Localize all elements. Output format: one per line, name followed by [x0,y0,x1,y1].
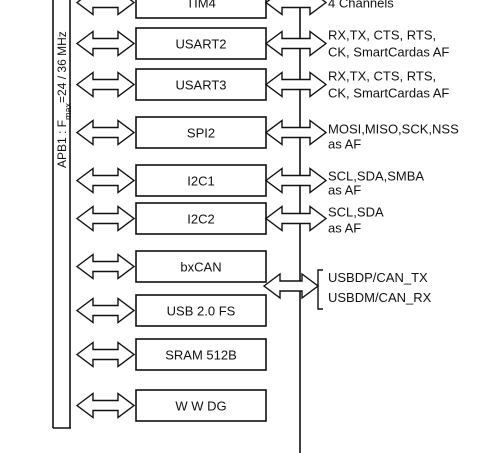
pin-arrow [264,167,328,194]
signal-label: 4 Channels [328,0,394,11]
peripheral-row-usart3: USART3 RX,TX, CTS, RTS, CK, SmartCardas AF [75,68,449,101]
pin-arrow [264,205,328,232]
peripheral-block [135,294,267,327]
peripheral-block [135,202,267,235]
shared-pins-group: USBDP/CAN_TX USBDM/CAN_RX [317,269,432,310]
bus-arrow [75,71,136,98]
peripheral-row-wwdg: W W DG [75,389,267,422]
pin-arrow [264,71,328,98]
shared-pins-bracket [317,269,323,310]
signal-label: as AF [328,221,361,236]
signal-label: SCL,SDA,SMBA [328,169,424,184]
signal-label: SCL,SDA [328,205,384,220]
peripheral-block [135,116,267,149]
peripheral-block [135,164,267,197]
peripheral-row-usart2: USART2 RX,TX, CTS, RTS, CK, SmartCardas AF [75,27,449,60]
peripheral-block-label: SPI2 [187,126,215,141]
peripheral-row-usb: USB 2.0 FS [75,294,267,327]
signal-label: MOSI,MISO,SCK,NSS [328,122,459,137]
pin-arrow [264,0,328,16]
bus-arrow [75,167,136,194]
shared-pin-arrow [262,272,320,300]
bus-arrow [75,392,136,419]
peripheral-row-sram: SRAM 512B [75,338,267,371]
apb1-bus-label: APB1 : Fmax=24 / 36 MHz [55,31,73,168]
peripheral-block-label: SRAM 512B [165,348,237,363]
peripheral-block-label: bxCAN [180,260,221,275]
peripheral-block [135,338,267,371]
peripheral-row-bxcan: bxCAN [75,250,267,283]
pin-arrow [264,119,328,146]
bus-arrow [75,341,136,368]
peripheral-block [135,389,267,422]
signal-label: as AF [328,137,361,152]
bus-arrow [75,0,136,16]
peripheral-block [135,250,267,283]
pin-arrow [264,30,328,57]
bus-arrow [75,253,136,280]
peripheral-block-label: I2C2 [187,212,214,227]
peripheral-row-tim4: TIM4 4 Channels [75,0,394,19]
shared-pin-label: USBDM/CAN_RX [328,290,432,305]
bus-arrow [75,205,136,232]
peripheral-block-label: USB 2.0 FS [167,304,236,319]
apb1-bus: APB1 : Fmax=24 / 36 MHz [52,0,73,429]
signal-label: CK, SmartCardas AF [328,86,449,101]
peripheral-block-label: USART3 [175,78,226,93]
signal-label: RX,TX, CTS, RTS, [328,28,436,43]
signal-label: RX,TX, CTS, RTS, [328,69,436,84]
peripheral-block-label: W W DG [175,399,226,414]
peripheral-block-label: TIM4 [186,0,216,11]
bus-arrow [75,297,136,324]
signal-label: CK, SmartCardas AF [328,45,449,60]
peripheral-block-label: I2C1 [187,174,214,189]
bus-arrow [75,30,136,57]
signal-label: as AF [328,183,361,198]
shared-pin-label: USBDP/CAN_TX [328,270,428,285]
bus-arrow [75,119,136,146]
peripheral-block-label: USART2 [175,37,226,52]
